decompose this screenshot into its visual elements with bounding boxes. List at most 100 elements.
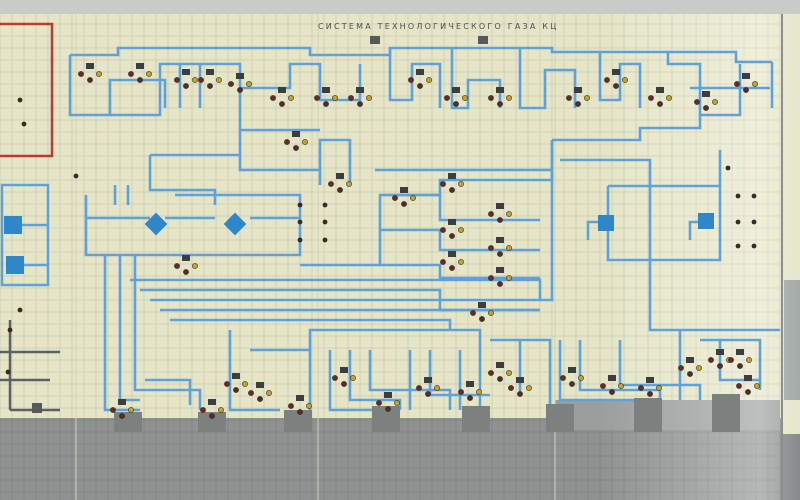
indicator-lamp-icon bbox=[346, 181, 352, 187]
indicator-lamp-icon bbox=[728, 357, 734, 363]
indicator-lamp-icon bbox=[440, 181, 446, 187]
valve-icon bbox=[340, 367, 348, 373]
indicator-lamp-icon bbox=[712, 99, 718, 105]
indicator-lamp-icon bbox=[322, 219, 328, 225]
indicator-lamp-icon bbox=[458, 227, 464, 233]
indicator-lamp-icon bbox=[322, 237, 328, 243]
indicator-lamp-icon bbox=[497, 251, 503, 257]
indicator-lamp-icon bbox=[332, 95, 338, 101]
valve-icon bbox=[612, 69, 620, 75]
indicator-lamp-icon bbox=[216, 77, 222, 83]
indicator-lamp-icon bbox=[5, 369, 11, 375]
indicator-lamp-icon bbox=[192, 263, 198, 269]
indicator-lamp-icon bbox=[517, 391, 523, 397]
indicator-lamp-icon bbox=[183, 83, 189, 89]
indicator-lamp-icon bbox=[174, 263, 180, 269]
indicator-lamp-icon bbox=[708, 357, 714, 363]
indicator-lamp-icon bbox=[449, 265, 455, 271]
indicator-lamp-icon bbox=[137, 77, 143, 83]
indicator-lamp-icon bbox=[78, 71, 84, 77]
indicator-lamp-icon bbox=[302, 139, 308, 145]
indicator-lamp-icon bbox=[488, 211, 494, 217]
indicator-lamp-icon bbox=[508, 385, 514, 391]
indicator-lamp-icon bbox=[174, 77, 180, 83]
indicator-lamp-icon bbox=[293, 145, 299, 151]
indicator-lamp-icon bbox=[566, 95, 572, 101]
indicator-lamp-icon bbox=[200, 407, 206, 413]
indicator-lamp-icon bbox=[417, 83, 423, 89]
red-frame bbox=[0, 22, 54, 158]
indicator-lamp-icon bbox=[506, 370, 512, 376]
indicator-lamp-icon bbox=[87, 77, 93, 83]
valve-icon bbox=[736, 349, 744, 355]
indicator-lamp-icon bbox=[746, 357, 752, 363]
valve-icon bbox=[702, 91, 710, 97]
indicator-lamp-icon bbox=[408, 77, 414, 83]
indicator-lamp-icon bbox=[434, 385, 440, 391]
indicator-lamp-icon bbox=[479, 316, 485, 322]
indicator-lamp-icon bbox=[497, 101, 503, 107]
indicator-lamp-icon bbox=[401, 201, 407, 207]
valve-icon bbox=[336, 173, 344, 179]
indicator-lamp-icon bbox=[288, 95, 294, 101]
indicator-lamp-icon bbox=[751, 193, 757, 199]
indicator-lamp-icon bbox=[458, 181, 464, 187]
indicator-lamp-icon bbox=[462, 95, 468, 101]
indicator-lamp-icon bbox=[96, 71, 102, 77]
valve-icon bbox=[452, 87, 460, 93]
indicator-lamp-icon bbox=[569, 381, 575, 387]
indicator-lamp-icon bbox=[198, 77, 204, 83]
indicator-lamp-icon bbox=[488, 95, 494, 101]
indicator-lamp-icon bbox=[604, 77, 610, 83]
indicator-lamp-icon bbox=[119, 413, 125, 419]
indicator-lamp-icon bbox=[476, 389, 482, 395]
indicator-lamp-icon bbox=[440, 259, 446, 265]
indicator-lamp-icon bbox=[297, 202, 303, 208]
valve-icon bbox=[574, 87, 582, 93]
indicator-lamp-icon bbox=[128, 407, 134, 413]
indicator-lamp-icon bbox=[183, 269, 189, 275]
valve-icon bbox=[208, 399, 216, 405]
valve-clusters bbox=[5, 63, 760, 419]
indicator-lamp-icon bbox=[584, 95, 590, 101]
valve-icon bbox=[118, 399, 126, 405]
indicator-lamp-icon bbox=[350, 375, 356, 381]
indicator-lamp-icon bbox=[656, 385, 662, 391]
valve-icon bbox=[384, 392, 392, 398]
indicator-lamp-icon bbox=[218, 407, 224, 413]
indicator-lamp-icon bbox=[279, 101, 285, 107]
indicator-lamp-icon bbox=[497, 281, 503, 287]
pipeline-network bbox=[68, 46, 780, 412]
valve-icon bbox=[448, 219, 456, 225]
indicator-lamp-icon bbox=[488, 370, 494, 376]
indicator-lamp-icon bbox=[337, 187, 343, 193]
indicator-lamp-icon bbox=[754, 383, 760, 389]
indicator-lamp-icon bbox=[322, 202, 328, 208]
indicator-lamp-icon bbox=[21, 121, 27, 127]
indicator-lamp-icon bbox=[266, 390, 272, 396]
pump-block-icon bbox=[598, 215, 614, 231]
valve-icon bbox=[232, 373, 240, 379]
valve-icon bbox=[686, 357, 694, 363]
valve-icon bbox=[424, 377, 432, 383]
indicator-lamp-icon bbox=[228, 81, 234, 87]
indicator-lamp-icon bbox=[17, 307, 23, 313]
indicator-lamp-icon bbox=[578, 375, 584, 381]
indicator-lamp-icon bbox=[737, 363, 743, 369]
indicator-lamp-icon bbox=[752, 81, 758, 87]
valve-icon bbox=[608, 375, 616, 381]
indicator-lamp-icon bbox=[440, 227, 446, 233]
indicator-lamp-icon bbox=[560, 375, 566, 381]
indicator-lamp-icon bbox=[237, 87, 243, 93]
indicator-lamp-icon bbox=[207, 83, 213, 89]
indicator-lamp-icon bbox=[647, 391, 653, 397]
indicator-lamp-icon bbox=[376, 400, 382, 406]
indicator-lamp-icon bbox=[735, 219, 741, 225]
indicator-lamp-icon bbox=[257, 396, 263, 402]
indicator-lamp-icon bbox=[233, 387, 239, 393]
indicator-lamp-icon bbox=[288, 403, 294, 409]
indicator-lamp-icon bbox=[694, 99, 700, 105]
indicator-lamp-icon bbox=[425, 391, 431, 397]
indicator-lamp-icon bbox=[284, 139, 290, 145]
